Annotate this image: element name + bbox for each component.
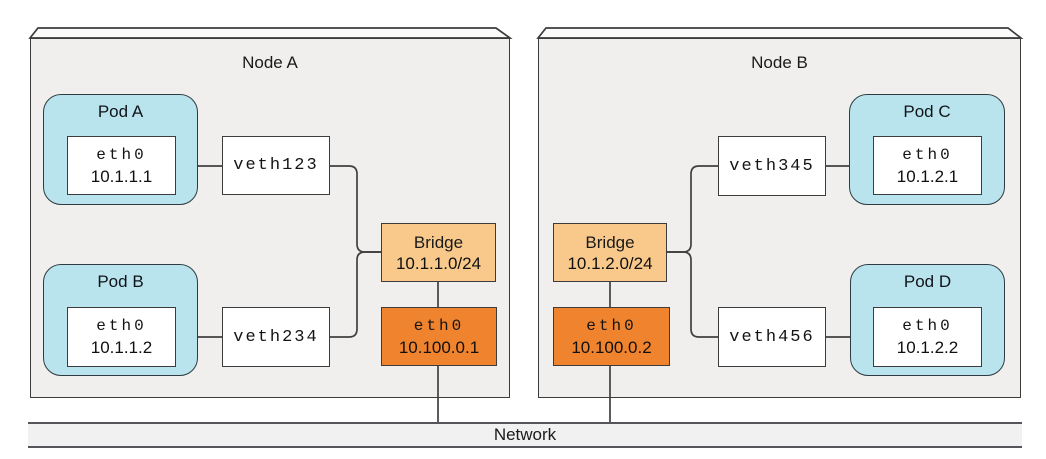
bridge-b-box: Bridge 10.1.2.0/24 [553, 223, 667, 282]
pod-a-eth0-box: eth0 10.1.1.1 [67, 136, 176, 195]
host-eth-a-box: eth0 10.100.0.1 [381, 307, 497, 366]
pod-b-ip: 10.1.1.2 [90, 338, 153, 357]
link-veth123-bridgeA [330, 165, 381, 253]
node-a-lid [28, 27, 513, 39]
pod-a-iface-label: eth0 [96, 145, 147, 164]
veth456-label: veth456 [729, 327, 815, 347]
pod-b-eth0-box: eth0 10.1.1.2 [67, 307, 176, 367]
network-bar: Network [28, 422, 1022, 448]
pod-c-ip: 10.1.2.1 [896, 166, 959, 186]
pod-c-eth0-box: eth0 10.1.2.1 [873, 136, 982, 195]
veth456-box: veth456 [718, 307, 826, 367]
host-eth-a-ip: 10.100.0.1 [398, 337, 480, 357]
bridge-a-cidr: 10.1.1.0/24 [395, 253, 482, 273]
pod-a-label: Pod A [97, 102, 144, 121]
pod-d-iface-label: eth0 [902, 317, 953, 335]
pod-b-label: Pod B [97, 272, 144, 291]
bridge-a-label: Bridge [413, 232, 464, 252]
node-b-lid [536, 27, 1024, 39]
veth345-box: veth345 [718, 136, 826, 196]
pod-a-ip: 10.1.1.1 [90, 166, 153, 186]
pod-d-ip: 10.1.2.2 [896, 338, 959, 357]
pod-d-label: Pod D [903, 272, 952, 291]
bridge-a-box: Bridge 10.1.1.0/24 [381, 223, 496, 282]
network-label: Network [493, 425, 557, 444]
pod-c-label: Pod C [903, 102, 951, 121]
link-veth345-bridgeB [667, 165, 718, 253]
bridge-b-cidr: 10.1.2.0/24 [567, 253, 653, 273]
veth234-label: veth234 [233, 327, 319, 347]
pod-d-eth0-box: eth0 10.1.2.2 [873, 307, 982, 367]
link-veth234-bridgeA [330, 251, 381, 338]
veth345-label: veth345 [729, 156, 815, 176]
veth123-box: veth123 [222, 136, 330, 195]
pod-c-iface-label: eth0 [902, 145, 953, 164]
connector-lines [176, 165, 873, 422]
link-veth456-bridgeB [667, 251, 718, 338]
host-eth-b-iface: eth0 [586, 316, 637, 335]
veth123-label: veth123 [233, 156, 319, 175]
host-eth-b-ip: 10.100.0.2 [571, 337, 652, 357]
bridge-b-label: Bridge [585, 232, 635, 252]
host-eth-a-iface: eth0 [413, 316, 465, 335]
host-eth-b-box: eth0 10.100.0.2 [553, 307, 670, 366]
node-b-title: Node B [751, 53, 808, 72]
pod-b-iface-label: eth0 [96, 317, 147, 335]
node-a-title: Node A [242, 53, 298, 72]
veth234-box: veth234 [222, 307, 330, 367]
